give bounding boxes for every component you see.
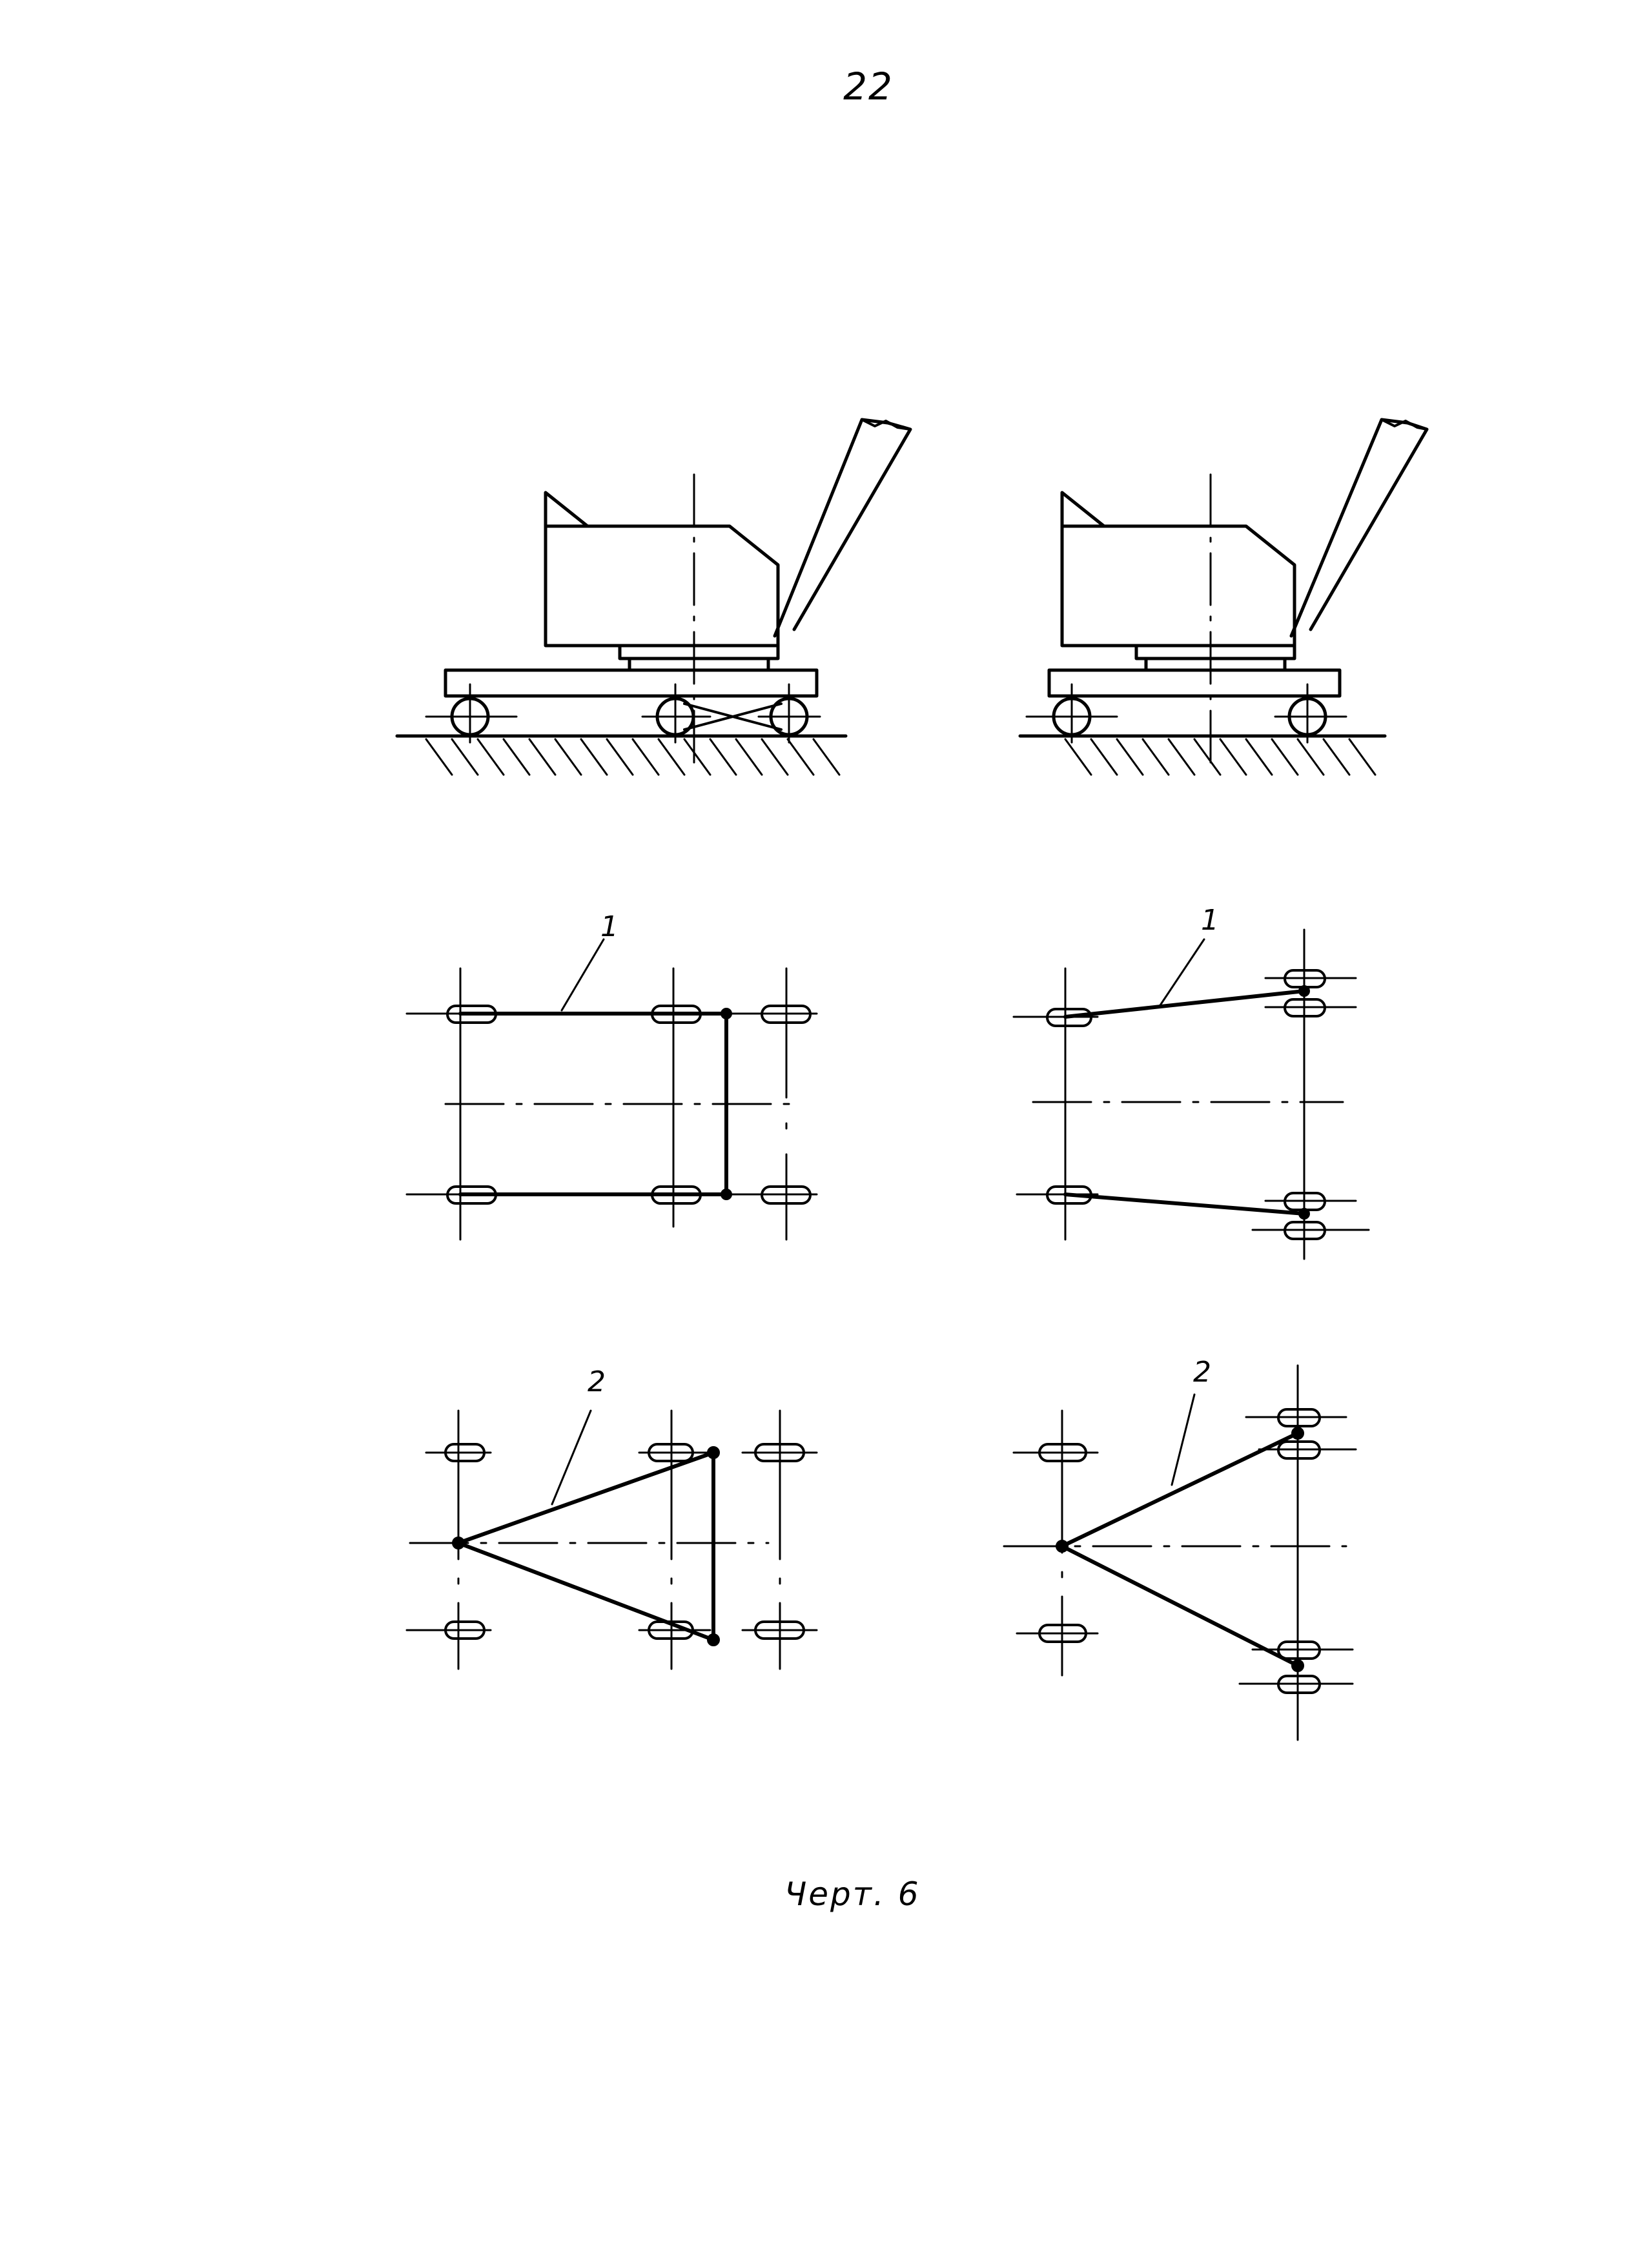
wheel-plan — [1046, 1008, 1092, 1027]
wheel-plan — [444, 1443, 486, 1462]
wheel-plan — [1277, 1640, 1321, 1660]
page-number: 22 — [843, 65, 894, 108]
crane-cab — [1060, 491, 1296, 648]
crane-boom — [773, 418, 912, 638]
wheel-plan — [1277, 1675, 1321, 1694]
plan-right-line-2: 2 — [1003, 1356, 1357, 1741]
wheel-plan — [1284, 998, 1326, 1017]
figure-caption: Черт. 6 — [784, 1875, 921, 1913]
callout-label-1: 1 — [1201, 904, 1219, 937]
wheel-plan — [754, 1443, 805, 1462]
crane-cab — [544, 491, 780, 648]
wheel-plan — [1038, 1443, 1087, 1462]
ground-hatching — [1064, 738, 1376, 776]
plan-right-line-1: 1 — [1012, 904, 1370, 1260]
plan-left-line-1: 1 — [405, 910, 818, 1241]
wheel-plan — [754, 1620, 805, 1640]
wheel-plan — [1284, 1221, 1326, 1240]
callout-label-2: 2 — [588, 1365, 606, 1398]
crane-right-side-view — [1018, 418, 1429, 776]
crane-left-side-view — [395, 418, 912, 776]
turntable — [618, 644, 780, 660]
callout-label-2: 2 — [1193, 1356, 1211, 1389]
ground-hatching — [425, 738, 841, 776]
wheel-plan — [761, 1005, 812, 1024]
wheel-plan — [444, 1620, 486, 1640]
wheel-plan — [761, 1185, 812, 1205]
platform — [1047, 668, 1342, 698]
wheel-plan — [1038, 1624, 1087, 1643]
crane-boom — [1289, 418, 1429, 638]
callout-label-1: 1 — [600, 910, 619, 943]
turntable — [1134, 644, 1296, 660]
wheel-plan — [1277, 1440, 1321, 1460]
platform — [444, 668, 819, 698]
plan-left-line-2: 2 — [405, 1365, 818, 1670]
wheel-plan — [1277, 1408, 1321, 1427]
wheel-plan — [648, 1443, 694, 1462]
